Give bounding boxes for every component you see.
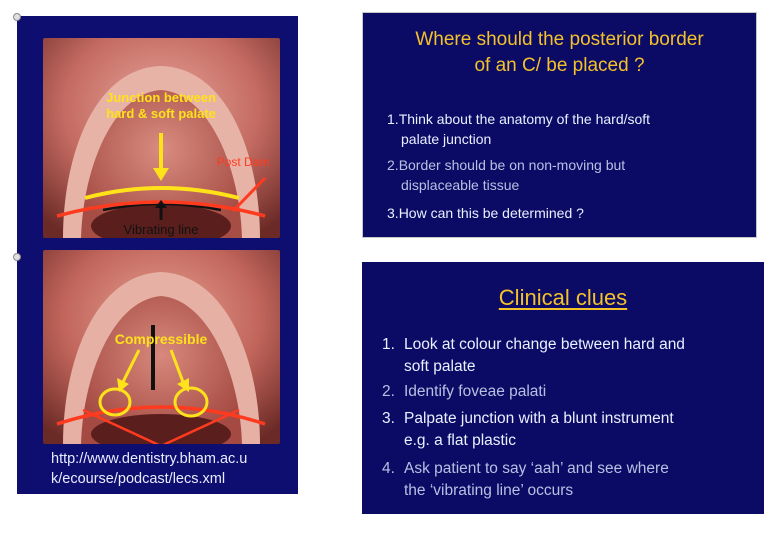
source-url-line1: http://www.dentistry.bham.ac.u xyxy=(51,451,248,467)
slide2-title-text: Clinical clues xyxy=(498,285,628,310)
item-number: 1. xyxy=(382,336,395,353)
item-text-line1: Think about the anatomy of the hard/soft xyxy=(398,111,651,127)
item-text-line2: soft palate xyxy=(404,358,476,375)
item-text-line1: How can this be determined ? xyxy=(398,205,584,221)
slide1-title-line2: of an C/ be placed ? xyxy=(474,55,645,76)
slide1-list-item: 1.Think about the anatomy of the hard/so… xyxy=(387,109,650,149)
palate-illustration-bottom: Compressible xyxy=(43,250,280,444)
item-text-line2: palate junction xyxy=(401,131,492,147)
resize-handle-middle xyxy=(13,253,21,261)
label-compressible: Compressible xyxy=(115,331,208,347)
label-vibrating-line: Vibrating line xyxy=(124,222,199,237)
palate-illustration-top: Junction between hard & soft palate Post… xyxy=(43,38,280,238)
label-junction-line1: Junction between xyxy=(106,90,216,105)
slide1-list-item: 3.How can this be determined ? xyxy=(387,203,584,223)
item-text-line2: the ‘vibrating line’ occurs xyxy=(404,482,574,499)
slide-posterior-border: Where should the posterior border of an … xyxy=(362,12,757,238)
item-text-line1: Identify foveae palati xyxy=(404,383,547,400)
left-image-panel: Junction between hard & soft palate Post… xyxy=(17,16,298,494)
fovea-circle-right xyxy=(173,386,209,418)
item-number: 2. xyxy=(382,383,395,400)
resize-handle-top xyxy=(13,13,21,21)
fovea-circle-left xyxy=(98,387,132,417)
item-number: 3. xyxy=(387,205,399,221)
slide1-title: Where should the posterior border of an … xyxy=(363,27,756,79)
label-junction-line2: hard & soft palate xyxy=(106,106,216,121)
slide1-title-line1: Where should the posterior border xyxy=(415,29,704,50)
item-text-line1: Palpate junction with a blunt instrument xyxy=(404,410,674,427)
palate-photo-bottom: Compressible xyxy=(43,250,280,444)
item-number: 3. xyxy=(382,410,395,427)
slide-clinical-clues: Clinical clues 1. Look at colour change … xyxy=(362,262,764,514)
item-text-line2: displaceable tissue xyxy=(401,177,520,193)
slide2-title: Clinical clues xyxy=(362,284,764,312)
palate-photo-top: Junction between hard & soft palate Post… xyxy=(43,38,280,238)
item-text-line1: Look at colour change between hard and xyxy=(404,336,685,353)
item-number: 1. xyxy=(387,111,399,127)
source-url-line2: k/ecourse/podcast/lecs.xml xyxy=(51,471,226,487)
item-number: 2. xyxy=(387,157,399,173)
item-text-line2: e.g. a flat plastic xyxy=(404,432,517,449)
slide1-list-item: 2.Border should be on non-moving but dis… xyxy=(387,155,625,195)
item-text-line1: Border should be on non-moving but xyxy=(398,157,626,173)
item-number: 4. xyxy=(382,460,395,477)
item-text-line1: Ask patient to say ‘aah’ and see where xyxy=(404,460,669,477)
label-post-dam: Post Dam xyxy=(217,155,270,169)
